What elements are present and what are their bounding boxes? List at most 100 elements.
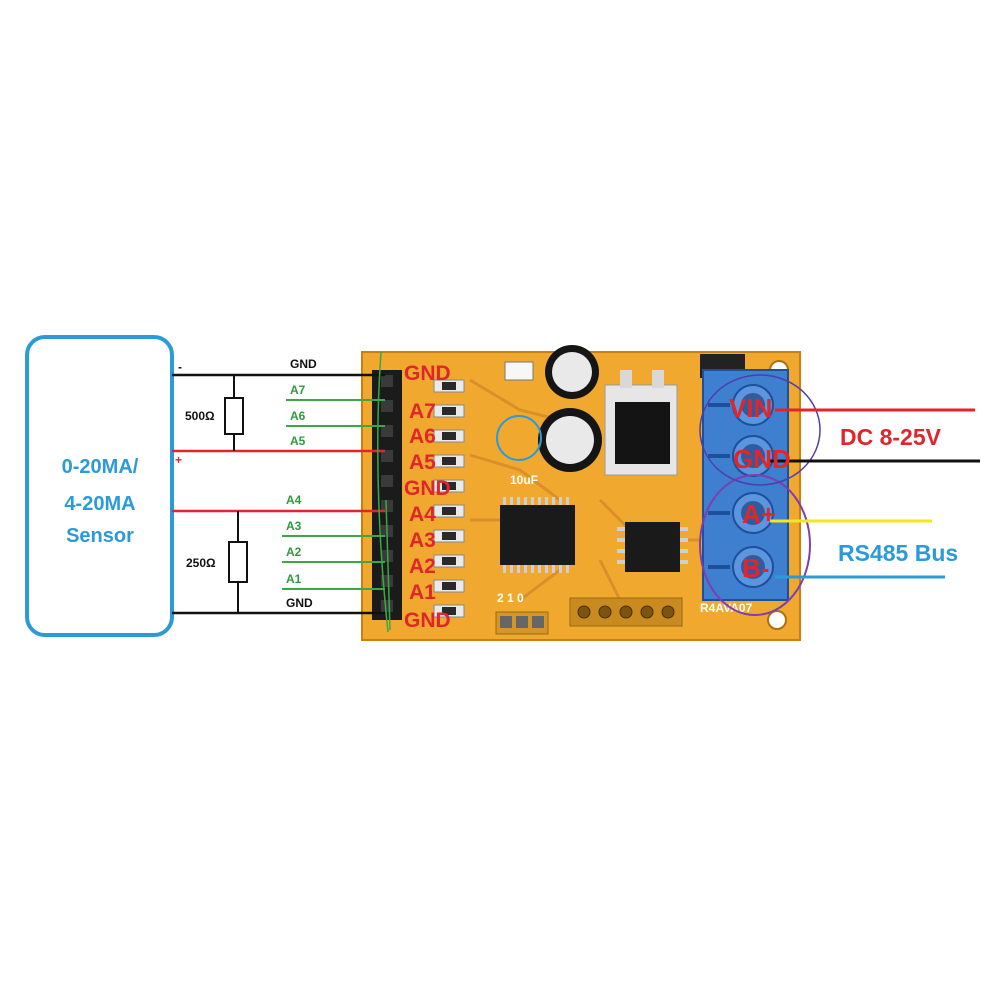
ic-pin	[680, 560, 688, 564]
ic-pin	[680, 549, 688, 553]
ic-pin	[559, 565, 562, 573]
green-guide-line-2	[385, 499, 391, 631]
resistor-500-symbol	[224, 397, 244, 435]
ic-pin	[510, 565, 513, 573]
main-ic	[500, 497, 575, 573]
wire-label-a7: A7	[290, 383, 306, 397]
ic-pin	[552, 497, 555, 505]
terminal-screw-head	[741, 555, 765, 579]
bottom-header	[569, 597, 683, 627]
terminal-screw-head	[741, 393, 765, 417]
sensor-label-line3: Sensor	[66, 525, 134, 547]
rs485-ic-body	[625, 522, 680, 572]
ic-pin	[538, 565, 541, 573]
bus-label: RS485 Bus	[838, 540, 958, 566]
pin-label-gnd-1: GND	[404, 362, 451, 385]
header-pin	[381, 425, 393, 437]
pin-label-a2: A2	[409, 555, 436, 578]
smd-resistor-body	[442, 432, 456, 440]
capacitor-top	[545, 345, 599, 399]
resistor-250-symbol	[228, 541, 248, 583]
terminal-screw-head	[741, 444, 765, 468]
ic-pin	[680, 538, 688, 542]
pin-label-a6: A6	[409, 425, 436, 448]
terminal-highlight-ellipse	[699, 474, 811, 616]
jumper-label: 2 1 0	[497, 591, 524, 605]
pin-label-gnd-3: GND	[404, 609, 451, 632]
capacitor-bottom-cap	[546, 416, 594, 464]
smd-resistor-body	[442, 407, 456, 415]
sensor-label-line1: 0-20MA/	[62, 456, 139, 478]
sensor-plus-mark: +	[175, 453, 182, 467]
wire-label-a5: A5	[290, 434, 306, 448]
rs485-ic	[617, 522, 688, 572]
ic-pin	[545, 497, 548, 505]
ic-pin	[566, 565, 569, 573]
header-pin	[381, 500, 393, 512]
pin-label-a5: A5	[409, 451, 436, 474]
wire-label-a6: A6	[290, 409, 306, 423]
smd-resistor-body	[442, 582, 456, 590]
ic-pin	[617, 560, 625, 564]
jumper-pad-1	[500, 616, 512, 628]
highlight-circle	[496, 415, 542, 461]
terminal-highlight-ellipse-top	[699, 374, 821, 486]
sensor-label-line2: 4-20MA	[64, 493, 135, 515]
ic-pin	[531, 565, 534, 573]
sensor-wiring: 500Ω 250Ω GND A7 A6 A5 A4 A3 A2 A1 GND	[172, 351, 391, 633]
ic-pin	[531, 497, 534, 505]
pcb-board: 10uF R4AVA07 2 1 0	[361, 345, 821, 641]
pin-header	[372, 370, 402, 620]
capacitor-value-label: 10uF	[510, 473, 538, 487]
voltage-regulator	[604, 370, 678, 476]
smd-resistor-body	[442, 507, 456, 515]
ic-pin	[617, 538, 625, 542]
header-hole	[640, 605, 654, 619]
ic-pin	[524, 497, 527, 505]
capacitor-top-cap	[552, 352, 592, 392]
header-pin	[381, 400, 393, 412]
ic-pin	[503, 497, 506, 505]
header-pin	[381, 375, 393, 387]
ic-pin	[503, 565, 506, 573]
ic-pin	[559, 497, 562, 505]
wire-label-a2: A2	[286, 545, 302, 559]
header-hole	[598, 605, 612, 619]
sensor-box: 0-20MA/ 4-20MA Sensor - +	[25, 335, 182, 637]
regulator-body	[615, 402, 670, 464]
terminal-slot	[708, 511, 730, 515]
resistor-500-label: 500Ω	[185, 409, 215, 423]
sensor-box-outline	[25, 335, 174, 637]
regulator-pin-1	[620, 370, 632, 388]
pin-label-a4: A4	[409, 503, 436, 526]
header-pin	[381, 475, 393, 487]
terminal-slot	[708, 403, 730, 407]
ic-pin	[538, 497, 541, 505]
terminal-slot	[708, 454, 730, 458]
pin-label-a1: A1	[409, 581, 436, 604]
header-pin	[381, 600, 393, 612]
green-guide-line	[377, 351, 389, 633]
smd-resistor-column	[433, 379, 465, 618]
mounting-hole-bottom	[767, 610, 787, 630]
address-jumper: 2 1 0	[495, 591, 549, 635]
ic-pin	[510, 497, 513, 505]
header-hole	[577, 605, 591, 619]
small-component	[504, 361, 534, 381]
terminal-label-a-plus: A+	[742, 499, 776, 529]
smd-resistor-body	[442, 382, 456, 390]
wire-label-a1: A1	[286, 572, 302, 586]
power-and-bus-wiring: VIN GND A+ B- DC 8-25V RS485 Bus	[729, 393, 980, 583]
header-hole	[619, 605, 633, 619]
resistor-250-label: 250Ω	[186, 556, 216, 570]
capacitor-bottom	[538, 408, 602, 472]
terminal-block	[699, 354, 821, 616]
ic-pin	[517, 497, 520, 505]
ic-pin	[552, 565, 555, 573]
sensor-minus-mark: -	[178, 360, 182, 374]
jumper-pad-2	[516, 616, 528, 628]
header-pin	[381, 450, 393, 462]
main-ic-body	[500, 505, 575, 565]
smd-resistor-body	[442, 607, 456, 615]
